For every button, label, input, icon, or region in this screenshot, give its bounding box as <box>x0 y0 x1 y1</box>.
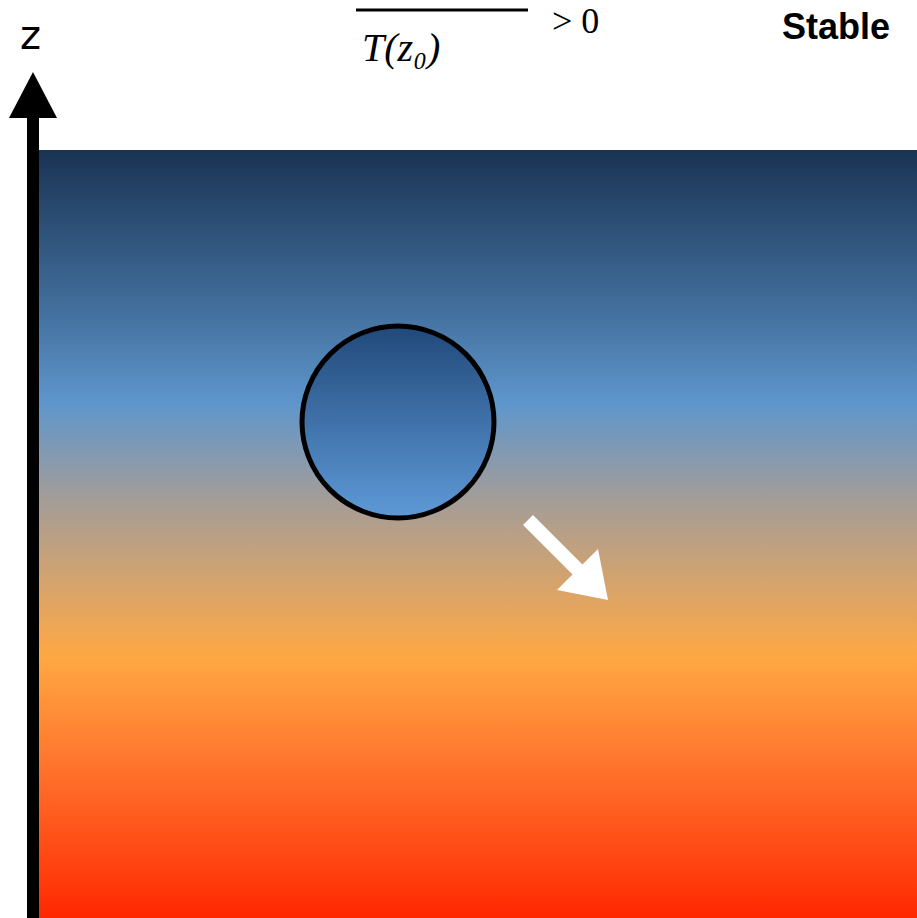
z-axis <box>27 112 39 918</box>
fraction-denominator: T(z₀) <box>362 24 440 71</box>
inequality: > 0 <box>552 0 599 42</box>
axis-label: z <box>20 12 41 58</box>
parcel-circle <box>302 326 494 518</box>
fraction-bar <box>356 9 528 12</box>
z-axis-arrowhead <box>9 72 57 118</box>
temperature-gradient <box>38 150 917 918</box>
motion-arrow <box>528 520 580 572</box>
motion-arrowhead <box>557 549 608 600</box>
stability-label: Stable <box>782 6 890 48</box>
